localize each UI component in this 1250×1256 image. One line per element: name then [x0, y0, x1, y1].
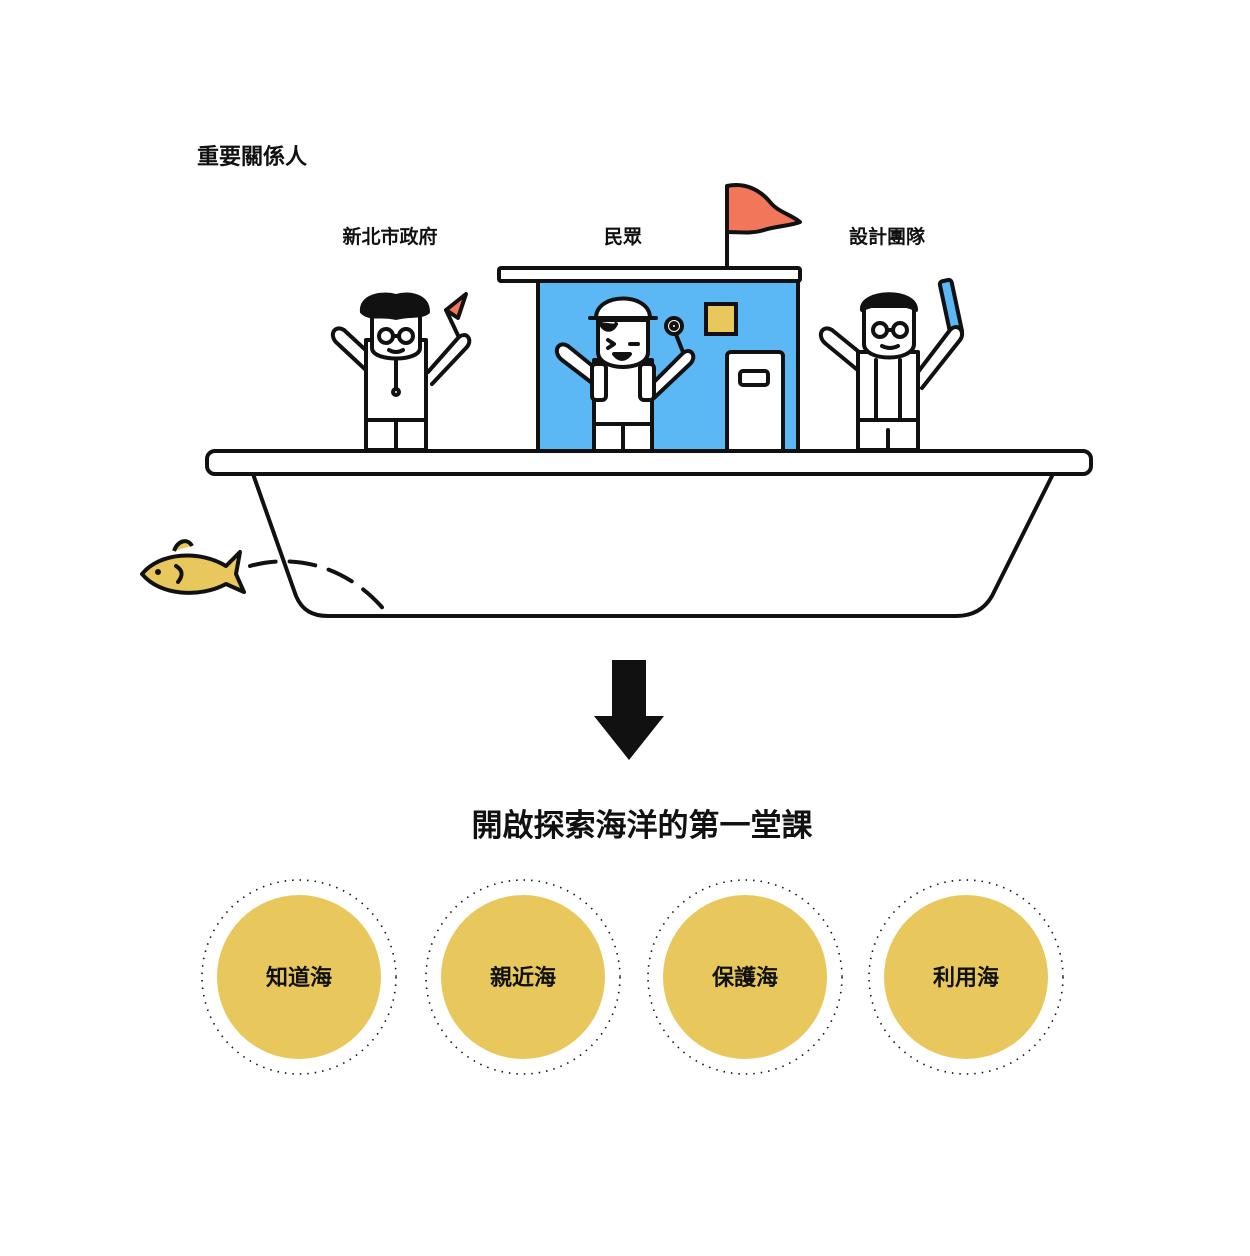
- person-government-icon: [330, 292, 472, 452]
- headline: 開啟探索海洋的第一堂課: [472, 808, 813, 844]
- stakeholder-label-government: 新北市政府: [342, 225, 437, 248]
- stakeholder-label-public: 民眾: [604, 226, 642, 248]
- fish-icon: [140, 539, 388, 614]
- circle-label: 利用海: [933, 965, 999, 991]
- person-design-team-icon: [818, 277, 965, 452]
- circle-use-sea: 利用海: [868, 879, 1064, 1075]
- circle-label: 知道海: [266, 965, 332, 991]
- circle-know-sea: 知道海: [201, 879, 397, 1075]
- stakeholder-label-design-team: 設計團隊: [849, 225, 926, 248]
- circle-protect-sea: 保護海: [647, 879, 843, 1075]
- circle-approach-sea: 親近海: [425, 879, 621, 1075]
- boat-hull-icon: [205, 449, 1093, 618]
- flag-icon: [725, 183, 802, 270]
- person-public-icon: [554, 296, 696, 454]
- circle-label: 親近海: [490, 965, 556, 991]
- section-title: 重要關係人: [197, 145, 307, 170]
- circle-label: 保護海: [711, 965, 778, 991]
- down-arrow-icon: [594, 660, 664, 760]
